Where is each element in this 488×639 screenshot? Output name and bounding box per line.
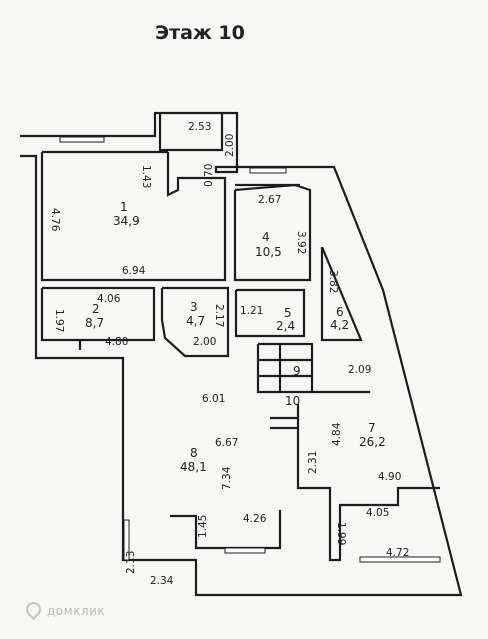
dimension-label: 2.00	[224, 134, 236, 157]
room-6-number: 6	[336, 305, 344, 319]
room-1-wall	[40, 152, 227, 282]
dimension-label: 7.34	[221, 466, 233, 490]
room-4-area: 10,5	[255, 245, 282, 259]
dimension-label: 1.97	[53, 309, 65, 332]
room-1-area: 34,9	[113, 214, 140, 228]
dimension-label: 4.80	[105, 336, 128, 348]
dimension-label: 4.76	[49, 208, 61, 232]
dimension-label: 6.67	[215, 437, 238, 449]
room-5-number: 5	[284, 306, 292, 320]
window	[249, 167, 287, 174]
outer-wall	[20, 111, 463, 597]
dimension-label: 2.34	[150, 575, 174, 587]
room-8-area: 48,1	[180, 460, 207, 474]
dimension-label: 3.92	[295, 231, 307, 254]
room-7-number: 7	[368, 421, 376, 435]
dimension-label: 0.70	[203, 164, 215, 187]
dimension-label: 1.99	[335, 522, 347, 545]
dimension-label: 1.43	[140, 165, 152, 188]
window	[224, 547, 266, 554]
room-4-number: 4	[262, 230, 270, 244]
room-3-wall	[160, 286, 230, 358]
dimension-label: 4.05	[366, 507, 389, 519]
dimension-label: 4.84	[331, 422, 343, 446]
room-8-number: 8	[190, 446, 198, 460]
room-3-area: 4,7	[186, 314, 205, 328]
dimension-label: 2.67	[258, 194, 281, 206]
room-10-number: 10	[285, 394, 300, 408]
room-6-area: 4,2	[330, 318, 349, 332]
room-7-area: 26,2	[359, 435, 386, 449]
dimension-label: 4.26	[243, 513, 267, 525]
watermark-text: домклик	[47, 604, 106, 618]
dimension-label: 2.17	[213, 304, 225, 327]
dimension-label: 1.45	[197, 515, 209, 538]
window	[123, 519, 130, 561]
room-2-area: 8,7	[85, 316, 104, 330]
room-7-wall	[296, 420, 440, 562]
watermark: домклик	[22, 598, 106, 621]
room-6-wall	[320, 246, 363, 342]
room-5-wall	[234, 288, 306, 338]
room-2-number: 2	[92, 302, 100, 316]
dimension-label: 3.82	[327, 270, 339, 293]
room-9-number: 9	[293, 364, 301, 378]
dimension-label: 2.53	[188, 121, 211, 133]
staircase	[256, 342, 314, 394]
room-8-wall	[170, 510, 282, 550]
dimension-label: 4.90	[378, 471, 401, 483]
dimension-label: 2.13	[125, 551, 137, 574]
room-5-area: 2,4	[276, 319, 295, 333]
window	[359, 556, 441, 563]
floor-title: Этаж 10	[155, 22, 245, 44]
wall-segment	[158, 113, 224, 152]
dimension-label: 2.00	[193, 336, 216, 348]
dimension-label: 4.72	[386, 547, 409, 559]
room-1-number: 1	[120, 200, 128, 214]
room-3-number: 3	[190, 300, 198, 314]
dimension-label: 2.09	[348, 364, 371, 376]
dimension-label: 2.31	[307, 451, 319, 474]
dimension-label: 6.01	[202, 393, 225, 405]
room-2-wall	[40, 286, 156, 342]
logo-icon	[22, 598, 45, 621]
dimension-label: 4.06	[97, 293, 121, 305]
dimension-label: 6.94	[122, 265, 146, 277]
window	[59, 136, 105, 143]
dimension-label: 1.21	[240, 305, 263, 317]
